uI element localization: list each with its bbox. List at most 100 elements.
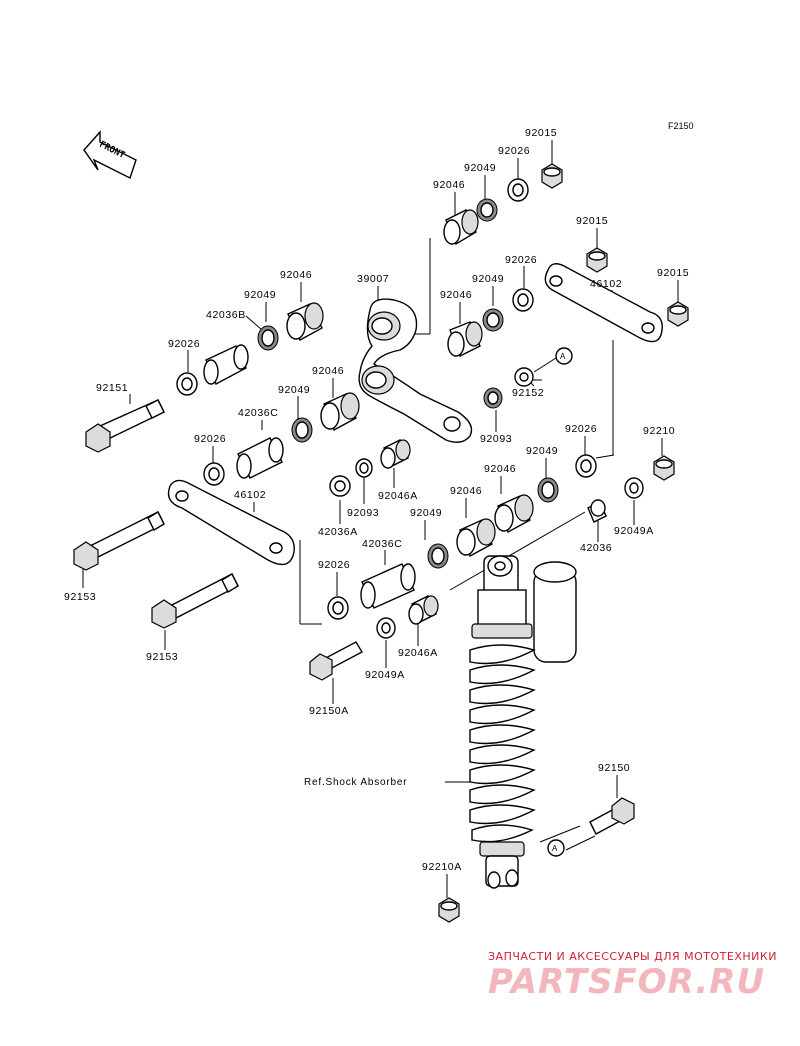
seal-92049a-right [624, 477, 644, 499]
bearing-92046-left [286, 302, 324, 341]
diagram-code: F2150 [668, 121, 694, 131]
collar-42036 [587, 499, 607, 523]
label-92049: 92049 [278, 384, 310, 396]
label-92049: 92049 [244, 289, 276, 301]
washer-92026-left [176, 372, 198, 396]
washer-92026-right [575, 454, 597, 478]
bearing-92046-mid [447, 321, 483, 357]
label-42036: 42036 [580, 542, 612, 554]
label-92093: 92093 [480, 433, 512, 445]
bolt-92153-upper [73, 511, 165, 571]
sleeve-42036b [203, 344, 249, 385]
bolt-92150 [589, 797, 635, 835]
label-92150: 92150 [598, 762, 630, 774]
nut-92015-right-b [667, 301, 689, 327]
label-42036c: 42036C [362, 538, 402, 550]
circle-ref-a-upper: A [555, 347, 573, 365]
seal-92049-mid [482, 308, 504, 332]
bearing-92046-lower [320, 392, 360, 431]
front-arrow-icon: FRONT [83, 130, 137, 179]
label-92046: 92046 [484, 463, 516, 475]
tie-rod-46102-right [544, 263, 663, 343]
label-92015: 92015 [657, 267, 689, 279]
watermark-tagline: ЗАПЧАСТИ И АКСЕССУАРЫ ДЛЯ МОТОТЕХНИКИ [488, 950, 777, 963]
seal-92049-lower [291, 417, 313, 443]
sleeve-42036c-lower [360, 563, 416, 609]
seal-92049-top [476, 198, 498, 222]
label-92026: 92026 [565, 423, 597, 435]
label-42036c: 42036C [238, 407, 278, 419]
label-92046a: 92046A [378, 490, 418, 502]
bolt-92150a [309, 641, 363, 681]
label-92046: 92046 [450, 485, 482, 497]
nut-92210a [438, 897, 460, 923]
label-92153: 92153 [146, 651, 178, 663]
seal-92049-left [257, 325, 279, 351]
watermark-brand: PARTSFOR.RU [488, 962, 766, 1002]
bearing-92046-right [494, 494, 534, 533]
svg-text:A: A [552, 844, 558, 853]
label-92026: 92026 [505, 254, 537, 266]
seal-92049-right [537, 477, 559, 503]
label-92049a: 92049A [614, 525, 654, 537]
part-number-labels: 92015 92026 92049 92046 92015 92026 9201… [64, 127, 689, 873]
bearing-92046-top [443, 209, 479, 246]
washer-92026-top [507, 178, 529, 202]
seal-92049a-lower [376, 617, 396, 639]
label-92049a: 92049A [365, 669, 405, 681]
label-92152: 92152 [512, 387, 544, 399]
seal-92093-upper [483, 387, 503, 409]
label-92026: 92026 [168, 338, 200, 350]
label-92015: 92015 [525, 127, 557, 139]
label-92026: 92026 [318, 559, 350, 571]
washer-92026-mid [512, 288, 534, 312]
bearing-92046-center [456, 518, 496, 557]
rocker-arm-39007 [358, 298, 473, 443]
ref-shock-absorber-label: Ref.Shock Absorber [304, 777, 407, 788]
label-92210: 92210 [643, 425, 675, 437]
label-92049: 92049 [410, 507, 442, 519]
label-92150a: 92150A [309, 705, 349, 717]
label-92046: 92046 [280, 269, 312, 281]
nut-92210 [653, 455, 675, 481]
bushing-92046a-upper [380, 439, 411, 469]
label-92151: 92151 [96, 382, 128, 394]
label-42036a: 42036A [318, 526, 358, 538]
nut-92015-top [541, 163, 563, 189]
seal-92093-lower [355, 458, 373, 478]
label-92026: 92026 [498, 145, 530, 157]
bushing-92046a-lower [408, 595, 439, 625]
label-92046: 92046 [312, 365, 344, 377]
label-92046: 92046 [440, 289, 472, 301]
collar-42036a [329, 475, 351, 497]
label-92049: 92049 [526, 445, 558, 457]
label-92046a: 92046A [398, 647, 438, 659]
label-92026: 92026 [194, 433, 226, 445]
label-46102: 46102 [234, 489, 266, 501]
label-39007: 39007 [357, 273, 389, 285]
label-92049: 92049 [472, 273, 504, 285]
label-92049: 92049 [464, 162, 496, 174]
label-42036b: 42036B [206, 309, 246, 321]
shock-absorber [469, 555, 577, 889]
label-92153: 92153 [64, 591, 96, 603]
label-92046: 92046 [433, 179, 465, 191]
label-92210a: 92210A [422, 861, 462, 873]
label-46102: 46102 [590, 278, 622, 290]
label-92093: 92093 [347, 507, 379, 519]
svg-text:A: A [560, 352, 566, 361]
bolt-92151 [85, 399, 165, 453]
bolt-92153-lower [151, 573, 239, 629]
washer-92026-lower-left [203, 462, 225, 486]
seal-92049-center [427, 543, 449, 569]
leader-lines [82, 140, 679, 898]
sleeve-42036c [236, 437, 284, 479]
circle-ref-a-lower: A [547, 839, 565, 857]
collar-92152 [514, 367, 534, 387]
nut-92015-right-a [586, 247, 608, 273]
shock-spring [469, 644, 536, 843]
label-92015: 92015 [576, 215, 608, 227]
tie-rod-46102-left [167, 479, 295, 566]
